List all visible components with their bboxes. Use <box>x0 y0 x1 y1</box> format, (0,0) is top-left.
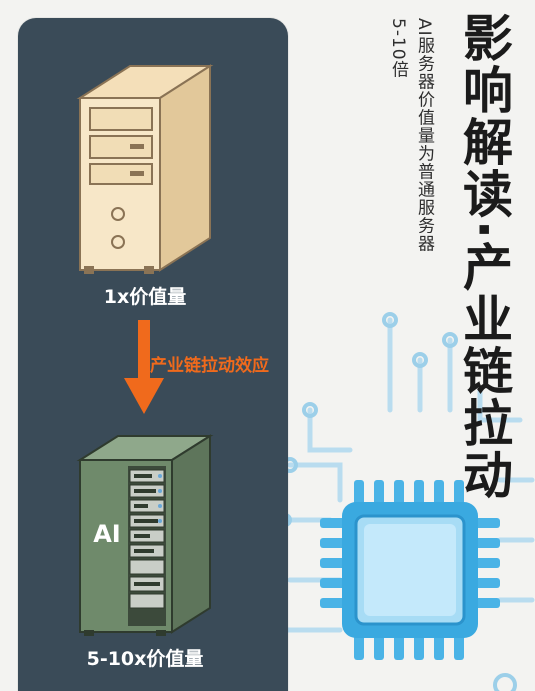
subtitle: AI服务器价值量为普通服务器 5-10倍 <box>385 18 437 338</box>
circuit-trace-icon <box>272 312 535 691</box>
top-server-label: 1x价值量 <box>103 286 187 308</box>
down-arrow-icon <box>124 320 164 414</box>
ai-server-rack-icon <box>76 434 214 636</box>
ai-badge: AI <box>93 520 121 548</box>
arrow-label: 产业链拉动效应 <box>150 356 269 376</box>
subtitle-line-2: 5-10倍 <box>388 18 408 79</box>
chip-icon <box>320 480 500 660</box>
subtitle-line-1: AI服务器价值量为普通服务器 <box>414 18 434 253</box>
server-tower-icon <box>76 64 214 274</box>
page-title: 影响解读·产业链拉动 <box>455 12 513 501</box>
bottom-server-label: 5-10x价值量 <box>86 648 204 670</box>
